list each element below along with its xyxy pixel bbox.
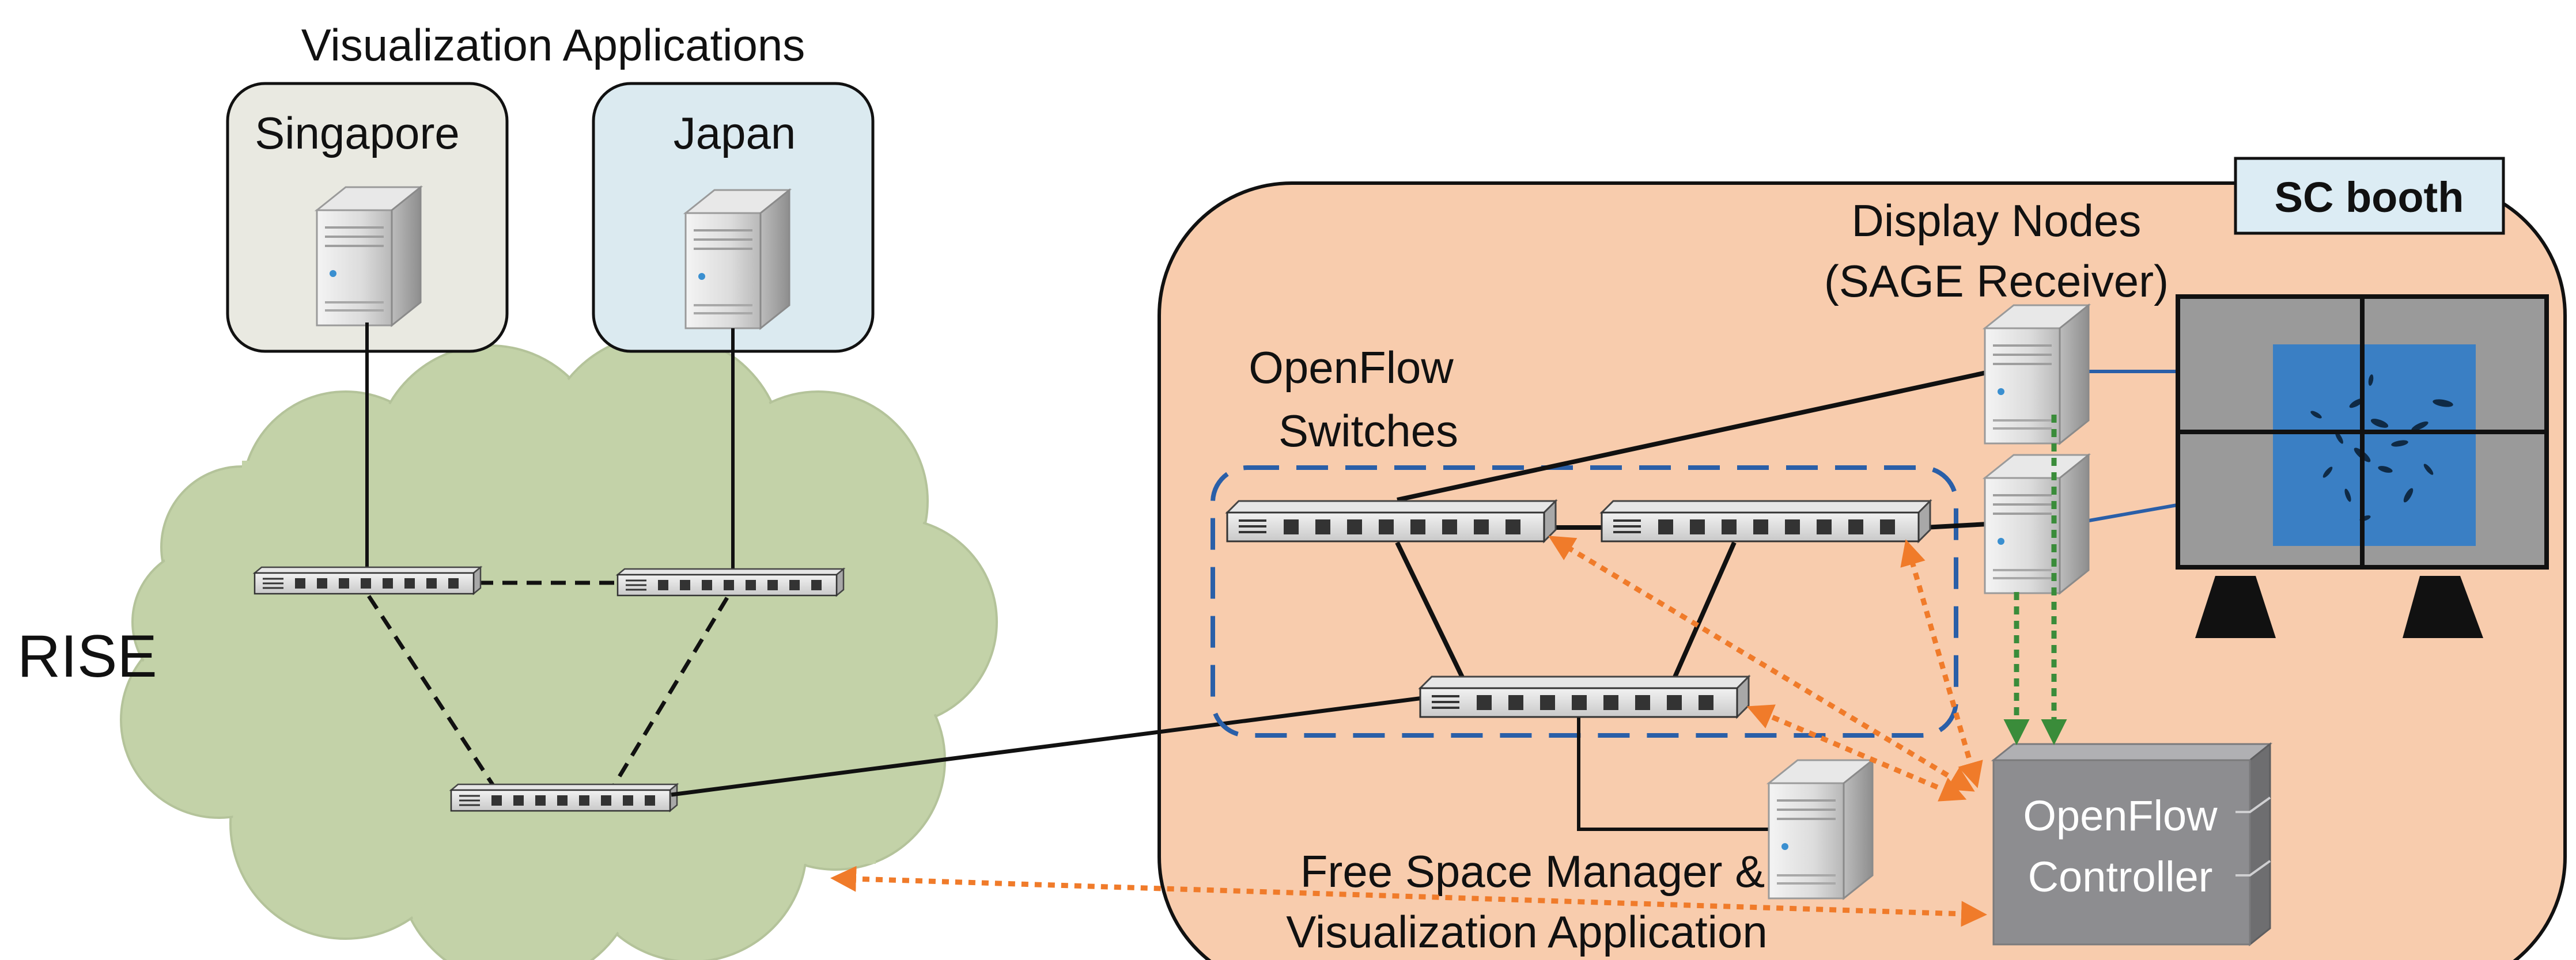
visualization-applications-title: Visualization Applications — [301, 20, 805, 70]
rise-switch-singapore — [254, 566, 482, 595]
singapore-server-icon — [316, 186, 422, 327]
openflow-controller-label-1: OpenFlow — [2023, 792, 2218, 840]
link-display-node-2-to-wall — [2085, 502, 2184, 523]
link-left-switch-to-display — [1397, 366, 2006, 502]
rise-switch-bottom — [450, 783, 678, 812]
free-space-manager-server-icon — [1768, 759, 1874, 900]
openflow-switches-label-1: OpenFlow — [1249, 342, 1454, 393]
sc-booth-badge: SC booth — [2234, 157, 2505, 235]
link-rise-to-booth — [671, 696, 1424, 797]
link-right-switch-to-display — [1924, 522, 1988, 530]
rise-dashed-link-left — [367, 595, 497, 790]
free-space-manager-label-2: Visualization Application — [1286, 906, 1767, 957]
display-nodes-label-2: (SAGE Receiver) — [1824, 256, 2169, 306]
orange-arrow-controller-to-rise — [830, 866, 1987, 927]
openflow-switches-label-2: Switches — [1278, 405, 1458, 456]
singapore-label: Singapore — [255, 108, 460, 158]
japan-site: Japan — [592, 82, 875, 353]
free-space-manager-label-1: Free Space Manager & — [1300, 846, 1765, 897]
display-node-1-server-icon — [1984, 304, 2090, 445]
display-fish-image — [2310, 374, 2453, 522]
link-left-switch-to-bottom — [1395, 541, 1466, 681]
japan-server-icon — [684, 189, 790, 329]
display-nodes-label-1: Display Nodes — [1852, 195, 2142, 246]
openflow-switch-left — [1226, 500, 1557, 542]
display-wall — [2176, 294, 2549, 638]
rise-switch-japan — [616, 568, 845, 597]
rise-dashed-link-right — [610, 597, 729, 790]
orange-arrow-controller-to-bottom-switch — [1746, 704, 1967, 802]
openflow-switch-right — [1601, 500, 1931, 542]
display-node-2-server-icon — [1984, 454, 2090, 594]
rise-cloud-fill — [123, 336, 994, 960]
japan-label: Japan — [674, 108, 796, 158]
openflow-controller: OpenFlow Controller — [1991, 742, 2273, 947]
singapore-site: Singapore — [226, 82, 509, 353]
rise-label: RISE — [17, 623, 157, 690]
openflow-switch-bottom — [1419, 676, 1750, 718]
orange-control-arrows — [830, 536, 1987, 927]
openflow-controller-label-2: Controller — [2028, 853, 2213, 901]
sc-booth-label: SC booth — [2275, 173, 2464, 221]
